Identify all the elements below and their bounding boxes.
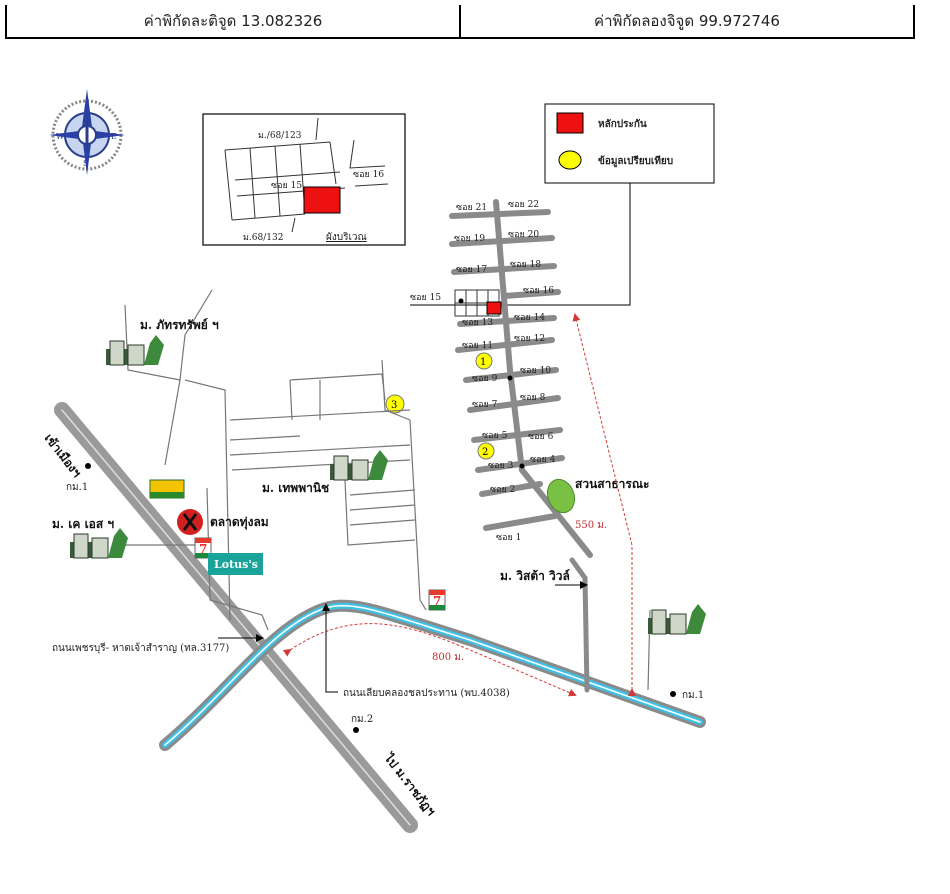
building-icon bbox=[330, 450, 388, 481]
soi-22: ซอย 22 bbox=[508, 200, 539, 210]
collateral-marker bbox=[486, 301, 502, 315]
inset-soi16: ซอย 16 bbox=[353, 170, 384, 180]
legend-collateral-swatch bbox=[556, 112, 584, 134]
legend-comparable-label: ข้อมูลเปรียบเทียบ bbox=[598, 155, 673, 168]
soi-16: ซอย 16 bbox=[523, 286, 554, 296]
building-icon bbox=[106, 335, 164, 366]
svg-text:3: 3 bbox=[391, 400, 397, 411]
soi-17: ซอย 17 bbox=[456, 265, 487, 275]
soi-12: ซอย 12 bbox=[514, 334, 545, 344]
soi-10: ซอย 10 bbox=[520, 366, 551, 376]
phattharasap-label: ม. ภัทรทรัพย์ ฯ bbox=[140, 318, 219, 332]
comparable-marker-1: 1 bbox=[475, 352, 493, 370]
soi-11: ซอย 11 bbox=[462, 341, 493, 351]
svg-text:1: 1 bbox=[480, 357, 486, 368]
soi-5: ซอย 5 bbox=[482, 431, 508, 441]
road-3177-label: ถนนเพชรบุรี- หาดเจ้าสำราญ (ทล.3177) bbox=[52, 642, 229, 654]
kes-label: ม. เค เอส ฯ bbox=[52, 517, 114, 531]
km2-marker bbox=[353, 727, 359, 733]
lotus-store-icon: Lotus's bbox=[208, 553, 263, 575]
inset-top-label: ม./68/123 bbox=[258, 131, 302, 141]
compass-w: W bbox=[56, 132, 65, 141]
inset-caption: ผังบริเวณ bbox=[326, 232, 367, 243]
soi-14: ซอย 14 bbox=[514, 313, 545, 323]
km1-left-marker bbox=[85, 463, 91, 469]
soi-19: ซอย 19 bbox=[454, 234, 485, 244]
soi-6: ซอย 6 bbox=[528, 432, 554, 442]
svg-text:7: 7 bbox=[199, 542, 207, 556]
market-label: ตลาดทุ่งลม bbox=[210, 515, 269, 530]
building-icon bbox=[70, 528, 128, 559]
map-legend: หลักประกัน ข้อมูลเปรียบเทียบ bbox=[544, 103, 715, 184]
soi-21: ซอย 21 bbox=[456, 203, 487, 213]
soi-8: ซอย 8 bbox=[520, 393, 546, 403]
longitude-cell: ค่าพิกัดลองจิจูด 99.972746 bbox=[459, 5, 913, 37]
thepphanit-label: ม. เทพพานิช bbox=[262, 481, 329, 495]
soi-4: ซอย 4 bbox=[530, 455, 556, 465]
inset-bottom-label: ม.68/132 bbox=[243, 233, 283, 243]
soi-2: ซอย 2 bbox=[490, 485, 515, 495]
km2-label: กม.2 bbox=[351, 714, 373, 725]
soi-18: ซอย 18 bbox=[510, 260, 541, 270]
local-roads bbox=[124, 289, 651, 691]
svg-text:2: 2 bbox=[482, 447, 488, 458]
km1-right-label: กม.1 bbox=[682, 690, 704, 701]
distance-800: 800 ม. bbox=[432, 652, 464, 663]
comparable-marker-3: 3 bbox=[385, 394, 405, 414]
soi-9: ซอย 9 bbox=[472, 374, 498, 384]
distance-550: 550 ม. bbox=[575, 520, 607, 531]
soi-13: ซอย 13 bbox=[462, 318, 493, 328]
legend-collateral-label: หลักประกัน bbox=[598, 118, 647, 130]
seven-eleven-icon: 7 bbox=[194, 537, 212, 559]
inset-soi15: ซอย 15 bbox=[271, 181, 302, 191]
compass-s: S bbox=[83, 159, 88, 168]
compass-n: N bbox=[83, 114, 91, 124]
coordinate-header: ค่าพิกัดละติจูด 13.082326 ค่าพิกัดลองจิจ… bbox=[5, 5, 915, 39]
soi-20: ซอย 20 bbox=[508, 230, 539, 240]
building-icon bbox=[648, 604, 706, 635]
soi-15: ซอย 15 bbox=[410, 293, 441, 303]
legend-comparable-swatch bbox=[558, 150, 582, 170]
irrigation-canal bbox=[159, 599, 706, 751]
park-label: สวนสาธารณะ bbox=[575, 477, 649, 491]
park-area bbox=[546, 478, 576, 514]
seven-eleven-icon: 7 bbox=[428, 589, 446, 611]
comparable-marker-2: 2 bbox=[477, 442, 495, 460]
inset-collateral-marker bbox=[303, 186, 341, 214]
latitude-cell: ค่าพิกัดละติจูด 13.082326 bbox=[143, 12, 323, 30]
market-icon bbox=[177, 509, 203, 535]
svg-text:7: 7 bbox=[433, 594, 441, 608]
soi-3: ซอย 3 bbox=[488, 461, 514, 471]
soi-road-network bbox=[449, 199, 593, 558]
lotus-label: Lotus's bbox=[214, 558, 258, 571]
road-4038-label: ถนนเลียบคลองชลประทาน (พบ.4038) bbox=[343, 687, 510, 699]
site-plan-inset: ม./68/123 ซอย 15 ซอย 16 ม.68/132 ผังบริเ… bbox=[202, 113, 406, 246]
express-store-icon bbox=[149, 479, 185, 499]
compass-e: E bbox=[111, 132, 117, 141]
km1-right-marker bbox=[670, 691, 676, 697]
wisita-label: ม. วิสต้า วิวล์ bbox=[500, 569, 570, 583]
highway-3177 bbox=[54, 402, 418, 833]
compass-rose-icon: N S W E bbox=[49, 89, 125, 175]
soi-7: ซอย 7 bbox=[472, 400, 498, 410]
soi-1: ซอย 1 bbox=[496, 533, 521, 543]
km1-left-label: กม.1 bbox=[66, 482, 88, 493]
